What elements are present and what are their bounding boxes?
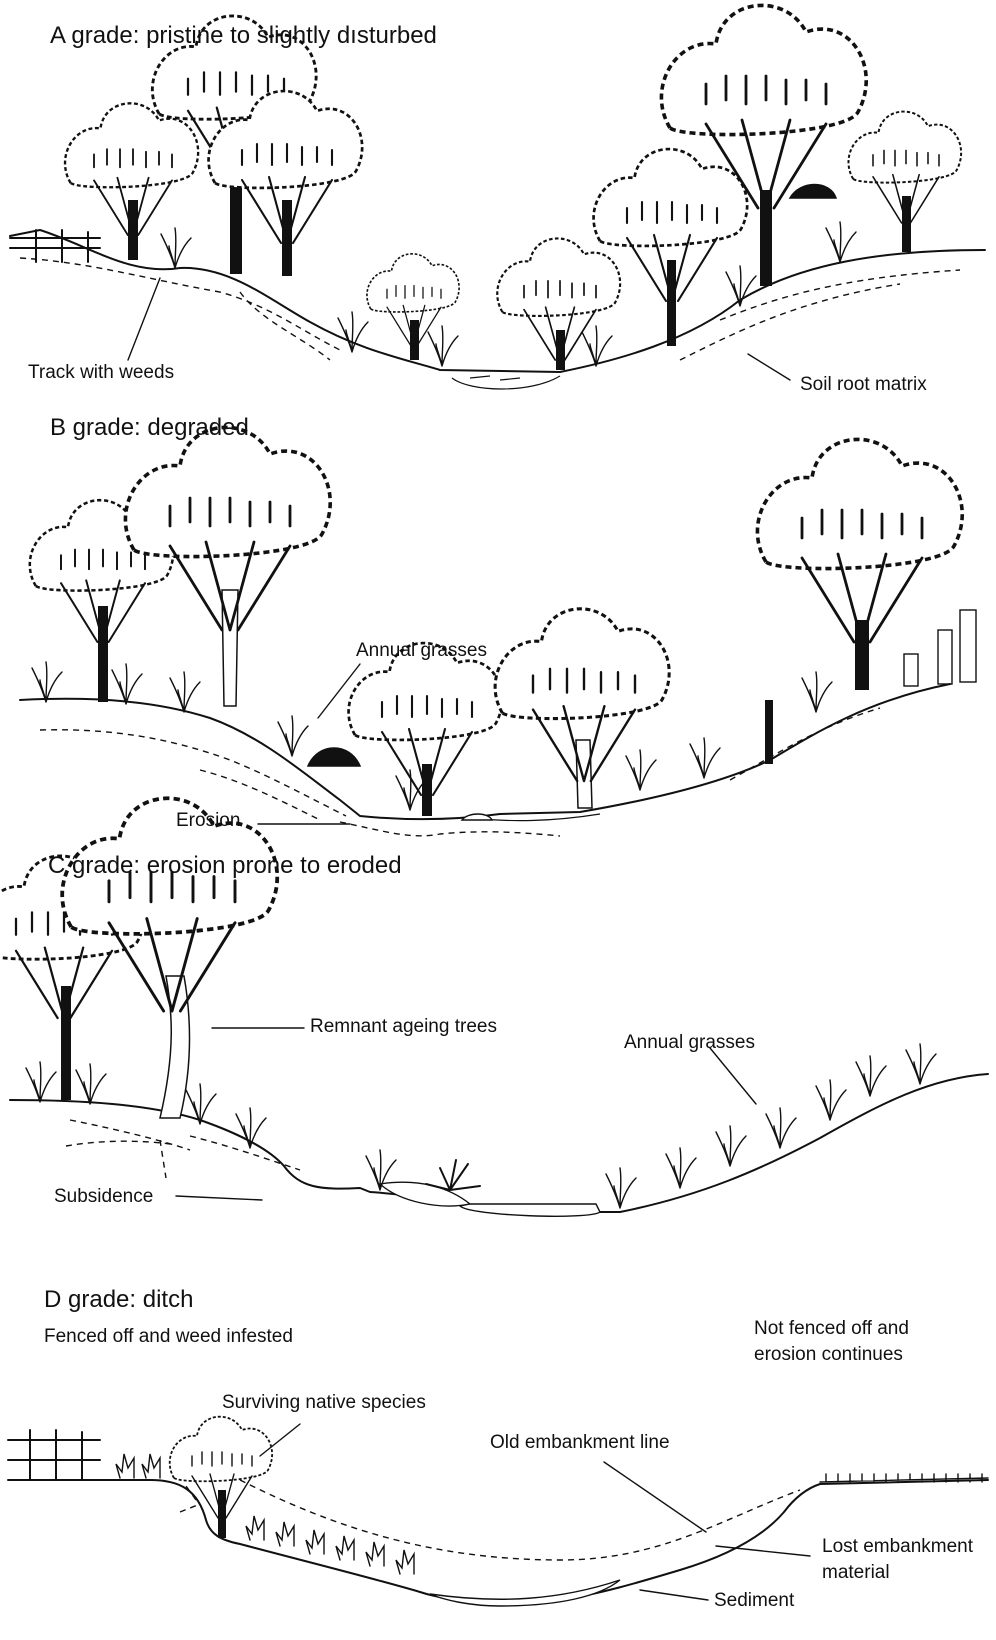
note-not-fenced-line1: Not fenced off and: [754, 1318, 909, 1340]
leader-sediment: [640, 1590, 708, 1600]
leader-annual-grasses-c: [710, 1048, 756, 1104]
label-annual-grasses-b: Annual grasses: [356, 640, 487, 662]
panel-d-subtitle: Fenced off and weed infested: [44, 1326, 293, 1348]
panel-b-title: B grade: degraded: [50, 414, 249, 442]
label-lost-embankment-line2: material: [822, 1562, 890, 1584]
label-lost-embankment-line1: Lost embankment: [822, 1536, 973, 1558]
leader-track: [128, 278, 160, 360]
label-sediment: Sediment: [714, 1590, 794, 1612]
label-soil-root-matrix: Soil root matrix: [800, 374, 927, 396]
leader-subsidence: [176, 1196, 262, 1200]
panel-c-title: C grade: erosion prone to eroded: [48, 852, 402, 880]
leader-soil: [748, 354, 790, 380]
label-erosion: Erosion: [176, 810, 240, 832]
note-not-fenced-line2: erosion continues: [754, 1344, 903, 1366]
label-old-embankment-line: Old embankment line: [490, 1432, 670, 1454]
label-surviving-native-species: Surviving native species: [222, 1392, 426, 1414]
panel-d-title: D grade: ditch: [44, 1286, 193, 1314]
panel-a-drawing: [10, 5, 985, 389]
label-subsidence: Subsidence: [54, 1186, 153, 1208]
label-annual-grasses-c: Annual grasses: [624, 1032, 755, 1054]
leader-embankment: [604, 1462, 706, 1532]
panel-a-title: A grade: pristine to slightly dısturbed: [50, 22, 437, 50]
label-track-with-weeds: Track with weeds: [28, 362, 174, 384]
panel-b-drawing: [20, 427, 976, 836]
label-remnant-ageing-trees: Remnant ageing trees: [310, 1016, 497, 1038]
